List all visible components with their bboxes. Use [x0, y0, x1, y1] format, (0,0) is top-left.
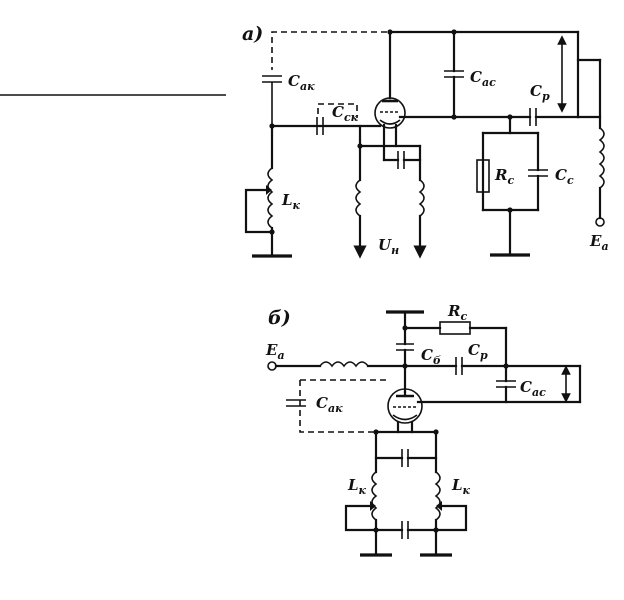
r-c-a-resistor [476, 159, 490, 193]
e-a-terminal-a [595, 217, 605, 227]
diagram-b: б) Cб Rc Cр Cас [265, 302, 582, 557]
c-p-a-label: Cр [530, 82, 550, 103]
e-a-b-label: Eа [265, 341, 285, 362]
l-k-left-inductor-b [371, 471, 378, 521]
l-k-right-inductor-b [434, 471, 441, 521]
c-ac-label: Cас [470, 68, 496, 89]
c-ak-b-dashed-path [299, 380, 376, 433]
diagram-a-label: а) [242, 23, 263, 45]
c-ck-label: Cск [332, 103, 359, 124]
e-a-choke-b [319, 361, 369, 368]
heater-coil-right-a [418, 179, 425, 217]
r-c-a-label: Rc [494, 166, 514, 187]
vacuum-tube-a [374, 97, 406, 129]
c-ak-dashed-path [271, 31, 387, 70]
u-n-label: Uн [378, 236, 399, 257]
diagram-a: а) Cак Cск Cас [242, 23, 609, 259]
e-a-terminal-b [267, 361, 277, 371]
c-b-label: Cб [421, 346, 441, 367]
c-ak-b-label: Cак [316, 394, 343, 415]
c-ak-label: Cак [288, 72, 315, 93]
diagram-b-label: б) [268, 307, 291, 329]
r-c-b-label: Rc [447, 302, 467, 323]
c-c-a-label: Cc [555, 166, 574, 187]
l-k-left-b-label: Lк [347, 476, 367, 497]
e-a-choke-a [598, 127, 605, 189]
r-c-b-resistor [439, 321, 471, 335]
heater-coil-left-a [355, 179, 362, 217]
c-ac-b-label: Cас [520, 378, 546, 399]
l-k-a-label: Lк [281, 191, 301, 212]
l-k-inductor-a [267, 167, 274, 229]
l-k-right-b-label: Lк [451, 476, 471, 497]
e-a-a-label: Eа [589, 232, 609, 253]
c-p-b-label: Cр [468, 341, 488, 362]
